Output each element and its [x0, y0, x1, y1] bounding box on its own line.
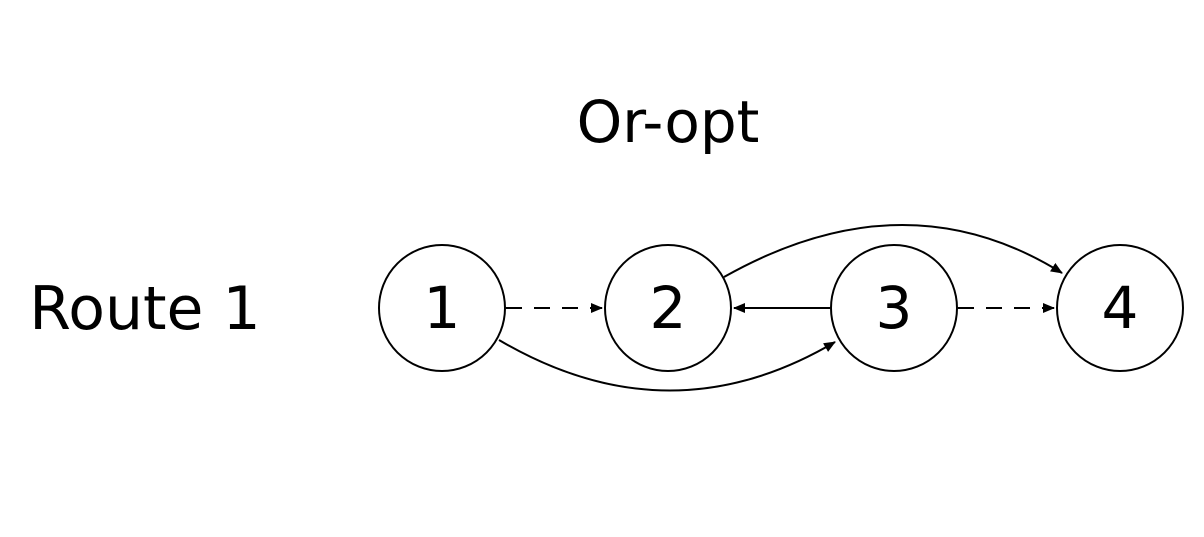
- node-1-label: 1: [424, 274, 461, 342]
- node-1: 1: [378, 244, 506, 372]
- edge-1-to-3-curve: [498, 339, 836, 392]
- node-4-label: 4: [1102, 274, 1139, 342]
- node-3-circle: [830, 244, 958, 372]
- node-2: 2: [604, 244, 732, 372]
- node-2-circle: [604, 244, 732, 372]
- node-1-circle: [378, 244, 506, 372]
- diagram-title: Or-opt: [577, 88, 760, 156]
- edge-2-to-4-curve: [723, 224, 1063, 278]
- node-3: 3: [830, 244, 958, 372]
- node-2-label: 2: [650, 274, 687, 342]
- node-3-label: 3: [876, 274, 913, 342]
- node-4-circle: [1056, 244, 1184, 372]
- route-label: Route 1: [29, 274, 260, 344]
- node-4: 4: [1056, 244, 1184, 372]
